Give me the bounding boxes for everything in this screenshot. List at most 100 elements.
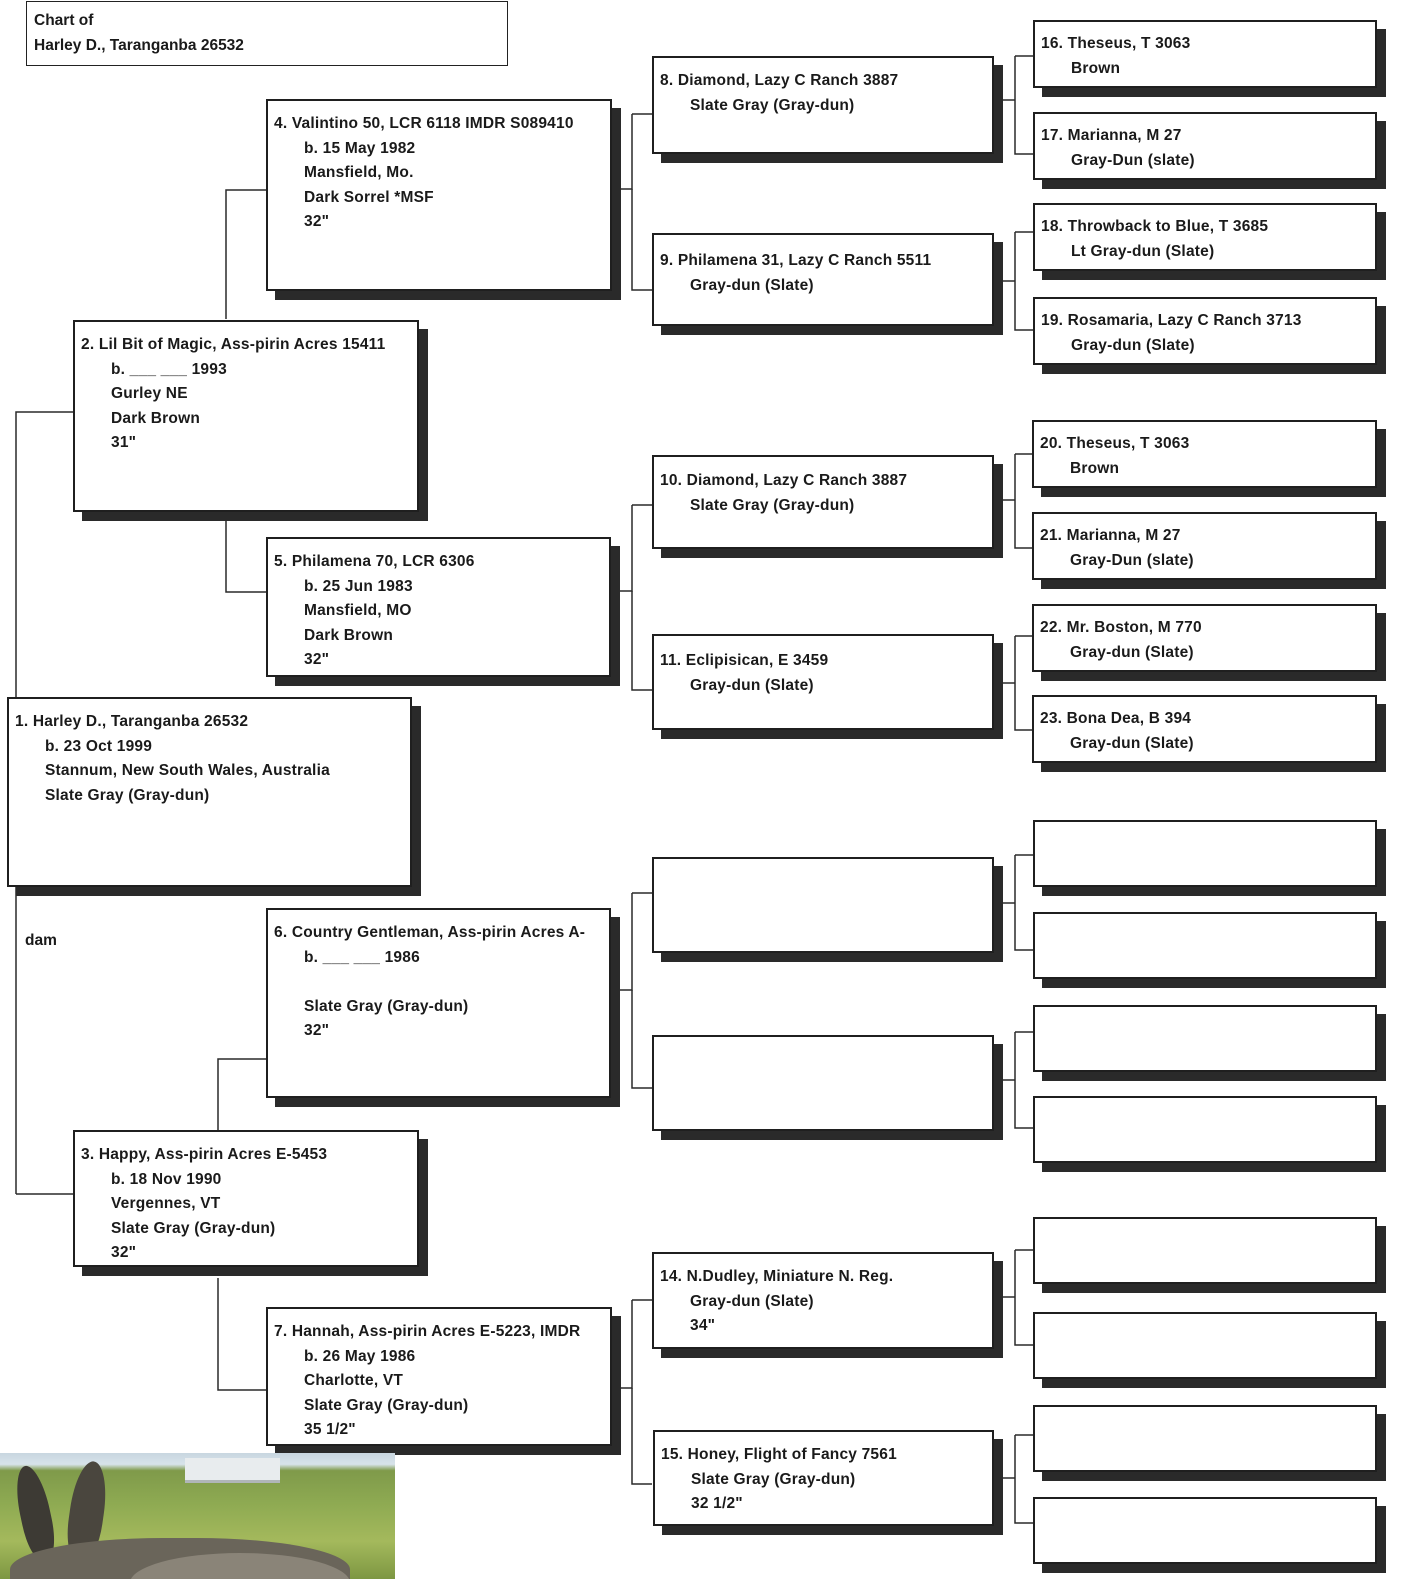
horse-box-6[interactable]: 6. Country Gentleman, Ass-pirin Acres A-…	[266, 908, 611, 1098]
horse-box-12-empty[interactable]	[652, 857, 994, 953]
horse-1-name: 1. Harley D., Taranganba 26532	[15, 713, 249, 730]
horse-14-height: 34"	[690, 1317, 716, 1334]
photo-building	[185, 1458, 280, 1483]
horse-19-name: 19. Rosamaria, Lazy C Ranch 3713	[1041, 312, 1302, 329]
horse-box-3[interactable]: 3. Happy, Ass-pirin Acres E-5453 b. 18 N…	[73, 1130, 419, 1267]
horse-7-name: 7. Hannah, Ass-pirin Acres E-5223, IMDR	[274, 1323, 581, 1340]
horse-5-height: 32"	[304, 651, 330, 668]
horse-3-birth: b. 18 Nov 1990	[111, 1170, 222, 1188]
horse-4-height: 32"	[304, 213, 330, 230]
dam-label: dam	[25, 932, 57, 949]
horse-8-color: Slate Gray (Gray-dun)	[690, 96, 855, 114]
horse-box-24-empty[interactable]	[1033, 820, 1377, 887]
horse-6-name: 6. Country Gentleman, Ass-pirin Acres A-	[274, 924, 586, 941]
horse-box-15[interactable]: 15. Honey, Flight of Fancy 7561 Slate Gr…	[653, 1430, 994, 1526]
horse-22-name: 22. Mr. Boston, M 770	[1040, 619, 1202, 636]
horse-23-color: Gray-dun (Slate)	[1070, 734, 1194, 752]
horse-20-color: Brown	[1070, 459, 1120, 477]
horse-22-color: Gray-dun (Slate)	[1070, 643, 1194, 661]
horse-18-name: 18. Throwback to Blue, T 3685	[1041, 218, 1269, 235]
horse-box-28-empty[interactable]	[1033, 1217, 1377, 1284]
horse-6-birth: b. ___ ___ 1986	[304, 948, 420, 966]
horse-box-19[interactable]: 19. Rosamaria, Lazy C Ranch 3713 Gray-du…	[1033, 297, 1377, 365]
horse-3-name: 3. Happy, Ass-pirin Acres E-5453	[81, 1146, 328, 1163]
horse-18-color: Lt Gray-dun (Slate)	[1071, 242, 1215, 260]
horse-box-27-empty[interactable]	[1033, 1096, 1377, 1163]
horse-5-name: 5. Philamena 70, LCR 6306	[274, 553, 475, 570]
horse-box-13-empty[interactable]	[652, 1035, 994, 1131]
horse-2-birth: b. ___ ___ 1993	[111, 360, 227, 378]
horse-11-name: 11. Eclipisican, E 3459	[660, 652, 829, 669]
horse-16-color: Brown	[1071, 59, 1121, 77]
horse-5-birth: b. 25 Jun 1983	[304, 577, 413, 595]
horse-box-17[interactable]: 17. Marianna, M 27 Gray-Dun (slate)	[1033, 112, 1377, 180]
horse-2-place: Gurley NE	[111, 385, 188, 402]
horse-17-color: Gray-Dun (slate)	[1071, 151, 1195, 169]
horse-16-name: 16. Theseus, T 3063	[1041, 35, 1191, 52]
horse-box-21[interactable]: 21. Marianna, M 27 Gray-Dun (slate)	[1032, 512, 1377, 580]
horse-box-30-empty[interactable]	[1033, 1405, 1377, 1472]
horse-4-name: 4. Valintino 50, LCR 6118 IMDR S089410	[274, 115, 574, 132]
horse-box-16[interactable]: 16. Theseus, T 3063 Brown	[1033, 20, 1377, 88]
horse-9-name: 9. Philamena 31, Lazy C Ranch 5511	[660, 252, 932, 269]
horse-2-color: Dark Brown	[111, 409, 200, 427]
horse-4-color: Dark Sorrel *MSF	[304, 188, 434, 206]
horse-box-7[interactable]: 7. Hannah, Ass-pirin Acres E-5223, IMDR …	[266, 1307, 612, 1446]
horse-box-11[interactable]: 11. Eclipisican, E 3459 Gray-dun (Slate)	[652, 634, 994, 730]
horse-7-birth: b. 26 May 1986	[304, 1347, 416, 1365]
horse-box-9[interactable]: 9. Philamena 31, Lazy C Ranch 5511 Gray-…	[652, 233, 994, 326]
horse-box-18[interactable]: 18. Throwback to Blue, T 3685 Lt Gray-du…	[1033, 203, 1377, 271]
horse-1-place: Stannum, New South Wales, Australia	[45, 762, 330, 779]
horse-15-color: Slate Gray (Gray-dun)	[691, 1470, 856, 1488]
horse-3-height: 32"	[111, 1244, 137, 1261]
horse-14-name: 14. N.Dudley, Miniature N. Reg.	[660, 1268, 894, 1285]
horse-6-height: 32"	[304, 1022, 330, 1039]
horse-23-name: 23. Bona Dea, B 394	[1040, 710, 1192, 727]
horse-2-height: 31"	[111, 434, 137, 451]
horse-box-5[interactable]: 5. Philamena 70, LCR 6306 b. 25 Jun 1983…	[266, 537, 611, 677]
chart-title-box: Chart of Harley D., Taranganba 26532	[26, 1, 508, 66]
horse-21-name: 21. Marianna, M 27	[1040, 527, 1181, 544]
horse-3-color: Slate Gray (Gray-dun)	[111, 1219, 276, 1237]
chart-title-line2: Harley D., Taranganba 26532	[34, 37, 244, 54]
horse-20-name: 20. Theseus, T 3063	[1040, 435, 1190, 452]
horse-3-place: Vergennes, VT	[111, 1195, 221, 1212]
horse-7-place: Charlotte, VT	[304, 1372, 404, 1389]
horse-15-height: 32 1/2"	[691, 1495, 743, 1512]
horse-5-place: Mansfield, MO	[304, 602, 412, 619]
horse-box-1[interactable]: 1. Harley D., Taranganba 26532 b. 23 Oct…	[7, 697, 412, 887]
horse-box-10[interactable]: 10. Diamond, Lazy C Ranch 3887 Slate Gra…	[652, 455, 994, 549]
horse-15-name: 15. Honey, Flight of Fancy 7561	[661, 1446, 897, 1463]
horse-box-26-empty[interactable]	[1033, 1005, 1377, 1072]
donkey-photo	[0, 1453, 395, 1579]
horse-5-color: Dark Brown	[304, 626, 393, 644]
horse-box-14[interactable]: 14. N.Dudley, Miniature N. Reg. Gray-dun…	[652, 1252, 994, 1349]
horse-9-color: Gray-dun (Slate)	[690, 276, 814, 294]
horse-box-22[interactable]: 22. Mr. Boston, M 770 Gray-dun (Slate)	[1032, 604, 1377, 672]
horse-10-name: 10. Diamond, Lazy C Ranch 3887	[660, 472, 908, 489]
horse-8-name: 8. Diamond, Lazy C Ranch 3887	[660, 72, 899, 89]
horse-1-color: Slate Gray (Gray-dun)	[45, 786, 210, 804]
horse-6-color: Slate Gray (Gray-dun)	[304, 997, 469, 1015]
horse-box-25-empty[interactable]	[1033, 912, 1377, 979]
horse-box-8[interactable]: 8. Diamond, Lazy C Ranch 3887 Slate Gray…	[652, 56, 994, 154]
horse-4-place: Mansfield, Mo.	[304, 164, 414, 181]
horse-box-31-empty[interactable]	[1033, 1497, 1377, 1564]
horse-11-color: Gray-dun (Slate)	[690, 676, 814, 694]
horse-box-4[interactable]: 4. Valintino 50, LCR 6118 IMDR S089410 b…	[266, 99, 612, 291]
horse-box-23[interactable]: 23. Bona Dea, B 394 Gray-dun (Slate)	[1032, 695, 1377, 763]
horse-17-name: 17. Marianna, M 27	[1041, 127, 1182, 144]
horse-6-place	[274, 970, 603, 995]
horse-7-height: 35 1/2"	[304, 1421, 356, 1438]
horse-21-color: Gray-Dun (slate)	[1070, 551, 1194, 569]
horse-14-color: Gray-dun (Slate)	[690, 1292, 814, 1310]
horse-19-color: Gray-dun (Slate)	[1071, 336, 1195, 354]
horse-1-birth: b. 23 Oct 1999	[45, 737, 153, 755]
chart-title-line1: Chart of	[34, 12, 94, 29]
horse-box-29-empty[interactable]	[1033, 1312, 1377, 1379]
horse-box-2[interactable]: 2. Lil Bit of Magic, Ass-pirin Acres 154…	[73, 320, 419, 512]
horse-4-birth: b. 15 May 1982	[304, 139, 416, 157]
horse-box-20[interactable]: 20. Theseus, T 3063 Brown	[1032, 420, 1377, 488]
